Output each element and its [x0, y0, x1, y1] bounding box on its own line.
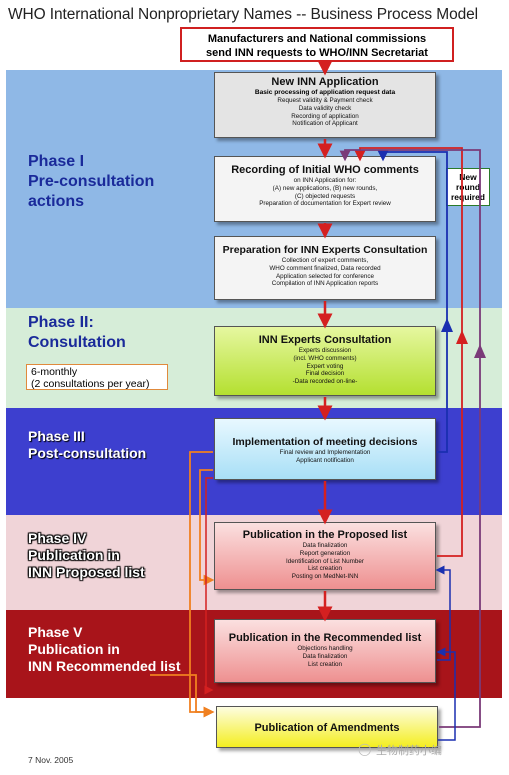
phase-4-label: Phase IV Publication in INN Proposed lis…	[28, 530, 145, 580]
recording-comments-box: Recording of Initial WHO comments on INN…	[214, 156, 436, 222]
recording-comments-line: on INN Application for:	[293, 177, 357, 184]
experts-consultation-line: (incl. WHO comments)	[293, 354, 357, 362]
recommended-list-line: List creation	[308, 660, 342, 668]
preparation-consultation-line: Collection of expert comments,	[281, 257, 369, 264]
preparation-consultation-line: Application selected for conference	[275, 272, 374, 280]
experts-consultation-box: INN Experts Consultation Experts discuss…	[214, 326, 436, 396]
experts-consultation-line: -Data recorded on-line-	[292, 378, 358, 386]
recommended-list-title: Publication in the Recommended list	[228, 632, 422, 644]
wechat-icon: ◯	[358, 742, 372, 756]
preparation-consultation-line: Compilation of INN Application reports	[271, 280, 379, 288]
input-source-line1: Manufacturers and National commissions	[207, 33, 427, 45]
new-inn-application-box: New INN Application Basic processing of …	[214, 72, 436, 138]
watermark-text: 生物制药小编	[376, 745, 442, 757]
recording-comments-title: Recording of Initial WHO comments	[231, 164, 419, 176]
preparation-consultation-line: WHO comment finalized, Data recorded	[269, 264, 381, 272]
input-source-box: Manufacturers and National commissions s…	[180, 27, 454, 62]
proposed-list-line: Data finalization	[302, 542, 348, 549]
recommended-list-box: Publication in the Recommended list Obje…	[214, 619, 436, 683]
preparation-consultation-box: Preparation for INN Experts Consultation…	[214, 236, 436, 300]
experts-consultation-line: Final decision	[305, 370, 345, 378]
amendments-title: Publication of Amendments	[254, 722, 400, 734]
proposed-list-line: Posting on MedNet-INN	[291, 573, 359, 581]
proposed-list-line: Report generation	[299, 549, 351, 557]
new-round-required-box: New round required	[446, 168, 490, 206]
proposed-list-line: List creation	[308, 565, 342, 573]
input-source-line2: send INN requests to WHO/INN Secretariat	[206, 47, 428, 59]
proposed-list-title: Publication in the Proposed list	[242, 529, 408, 541]
phase-5-label: Phase V Publication in INN Recommended l…	[28, 624, 181, 674]
recommended-list-line: Data finalization	[302, 652, 348, 660]
implementation-line: Final review and Implementation	[279, 449, 371, 456]
recommended-list-line: Objections handling	[297, 645, 353, 652]
new-inn-application-line: Notification of Applicant	[292, 120, 358, 128]
new-inn-application-line: Recording of application	[291, 112, 359, 120]
phase-3-label: Phase III Post-consultation	[28, 428, 147, 461]
preparation-consultation-title: Preparation for INN Experts Consultation	[222, 244, 428, 256]
recording-comments-line: (C) objected requests	[294, 192, 356, 200]
recording-comments-line: (A) new applications, (B) new rounds,	[272, 184, 378, 192]
experts-consultation-line: Expert voting	[306, 362, 344, 370]
consultation-frequency-note: 6-monthly (2 consultations per year)	[26, 364, 168, 390]
new-inn-application-subtitle: Basic processing of application request …	[254, 89, 396, 96]
phase-1-label: Phase I Pre-consultation actions	[28, 153, 155, 210]
new-inn-application-title: New INN Application	[271, 76, 379, 88]
implementation-title: Implementation of meeting decisions	[232, 436, 418, 448]
implementation-line: Applicant notification	[296, 456, 354, 464]
diagram-title: WHO International Nonproprietary Names -…	[8, 6, 478, 23]
date-label: 7 Nov. 2005	[28, 755, 74, 765]
proposed-list-line: Identification of List Number	[285, 557, 365, 565]
new-inn-application-line: Request validity & Payment check	[277, 97, 373, 104]
experts-consultation-title: INN Experts Consultation	[258, 334, 392, 346]
proposed-list-box: Publication in the Proposed list Data fi…	[214, 522, 436, 590]
phase-2-label: Phase II: Consultation	[28, 314, 126, 351]
experts-consultation-line: Experts discussion	[298, 347, 352, 354]
implementation-box: Implementation of meeting decisions Fina…	[214, 418, 436, 480]
new-inn-application-line: Data validity check	[298, 104, 352, 112]
recording-comments-line: Preparation of documentation for Expert …	[259, 200, 391, 208]
